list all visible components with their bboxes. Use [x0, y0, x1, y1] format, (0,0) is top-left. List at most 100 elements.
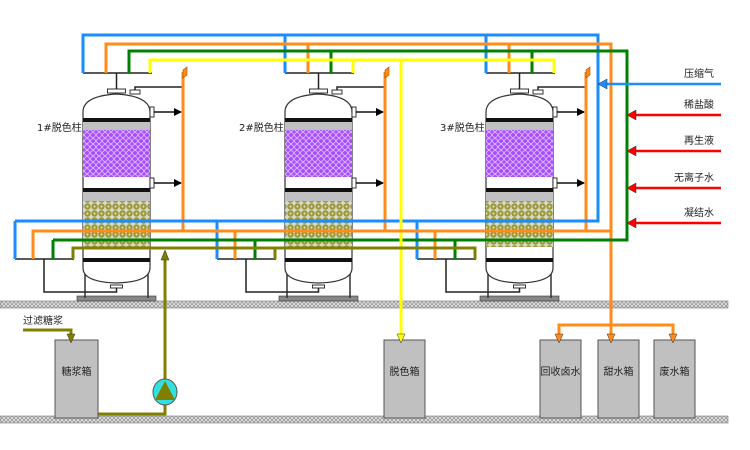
flow-arrow-icon — [626, 109, 637, 121]
feed-label: 过滤糖浆 — [23, 314, 63, 327]
valve-icon[interactable] — [384, 66, 390, 79]
flow-arrow-icon — [626, 145, 637, 157]
outlet-pipe — [445, 259, 521, 293]
resin-bed-upper — [83, 130, 150, 177]
vent-pipe — [537, 86, 586, 90]
support-plate — [83, 188, 150, 192]
top-flange — [107, 88, 126, 94]
tank-body — [54, 339, 99, 419]
tank-3: 回收卤水 — [539, 333, 582, 419]
column-base — [76, 295, 157, 302]
side-nozzle — [552, 106, 558, 118]
bottom-flange — [312, 284, 325, 289]
side-nozzle — [149, 177, 155, 189]
gravel-layer — [486, 122, 553, 130]
inlet-2: 稀盐酸 — [626, 98, 721, 121]
support-plate — [285, 258, 352, 262]
valve-icon[interactable] — [182, 66, 188, 79]
floor-upper — [0, 300, 729, 309]
flow-arrow-icon — [160, 249, 170, 261]
pipe-sweet-water-top — [104, 42, 613, 340]
vent-pipe — [134, 86, 183, 90]
tank-2: 脱色箱 — [383, 333, 426, 419]
column-2: 2#脱色柱 — [215, 35, 390, 302]
inlet-label: 稀盐酸 — [684, 98, 714, 111]
flow-arrow-icon — [626, 217, 637, 229]
bottom-flange — [110, 284, 123, 289]
flow-arrow-icon — [554, 333, 564, 344]
support-plate — [83, 118, 150, 122]
inlet-3: 再生液 — [626, 134, 721, 157]
tank-body — [383, 339, 426, 419]
bottom-flange — [513, 284, 526, 289]
column-1: 1#脱色柱 — [13, 66, 188, 302]
floor-lower — [0, 415, 729, 424]
gravel-layer — [285, 122, 352, 130]
tank-label: 糖浆箱 — [62, 365, 92, 378]
pipe-feed-in — [23, 328, 73, 340]
tank-label: 回收卤水 — [541, 365, 581, 378]
gravel-layer — [83, 192, 150, 201]
column-base — [278, 295, 359, 302]
resin-bed-upper — [285, 130, 352, 177]
tank-body — [539, 339, 582, 419]
flow-arrow-icon — [66, 333, 76, 344]
support-plate — [285, 118, 352, 122]
pipe-orange-branch — [557, 323, 675, 340]
vent-pipe — [336, 86, 385, 90]
pipe-compressed-air-top — [15, 33, 600, 223]
support-plate — [486, 118, 553, 122]
flow-arrow-icon — [626, 182, 637, 194]
column-label: 1#脱色柱 — [37, 121, 82, 134]
inlet-4: 无离子水 — [626, 171, 721, 194]
pipe-syrup-feed — [98, 252, 167, 416]
support-plate — [83, 258, 150, 262]
vent-nozzle — [532, 89, 544, 95]
top-flange — [309, 88, 328, 94]
support-plate — [486, 188, 553, 192]
column-label: 3#脱色柱 — [440, 121, 485, 134]
flow-arrow-icon — [606, 333, 616, 344]
inlet-1: 压缩气 — [597, 67, 721, 90]
side-nozzle — [351, 177, 357, 189]
vent-nozzle — [331, 89, 343, 95]
outlet-pipe — [43, 259, 118, 293]
inlet-label: 再生液 — [684, 134, 714, 147]
tank-body — [653, 339, 696, 419]
tank-label: 废水箱 — [660, 365, 690, 378]
column-3: 3#脱色柱 — [415, 35, 591, 302]
flow-arrow-icon — [396, 333, 406, 344]
vent-nozzle — [129, 89, 141, 95]
column-base — [479, 295, 560, 302]
tank-label: 脱色箱 — [390, 365, 420, 378]
inlet-label: 压缩气 — [684, 67, 714, 80]
support-plate — [486, 258, 553, 262]
tank-label: 甜水箱 — [604, 365, 634, 378]
tank-body — [597, 339, 640, 419]
tank-4: 甜水箱 — [597, 333, 640, 419]
side-nozzle — [149, 106, 155, 118]
flow-arrow-icon — [597, 78, 608, 90]
pump-icon[interactable] — [152, 378, 178, 406]
inlet-label: 无离子水 — [674, 171, 714, 184]
gravel-layer — [285, 192, 352, 201]
valve-icon[interactable] — [585, 66, 591, 79]
top-flange — [510, 88, 529, 94]
side-nozzle — [351, 106, 357, 118]
flow-arrow-icon — [668, 333, 678, 344]
resin-bed-upper — [486, 130, 553, 177]
tank-1: 糖浆箱 — [54, 333, 99, 419]
support-plate — [285, 188, 352, 192]
column-label: 2#脱色柱 — [239, 121, 284, 134]
pipe-condensate-top — [53, 49, 629, 242]
gravel-layer — [83, 122, 150, 130]
gravel-layer — [486, 192, 553, 201]
side-nozzle — [552, 177, 558, 189]
pipe-sweet-water-bottom — [31, 229, 611, 259]
inlet-5: 凝结水 — [626, 206, 721, 229]
tank-5: 废水箱 — [653, 333, 696, 419]
outlet-pipe — [245, 259, 320, 293]
pipe-syrup-header — [71, 246, 477, 259]
